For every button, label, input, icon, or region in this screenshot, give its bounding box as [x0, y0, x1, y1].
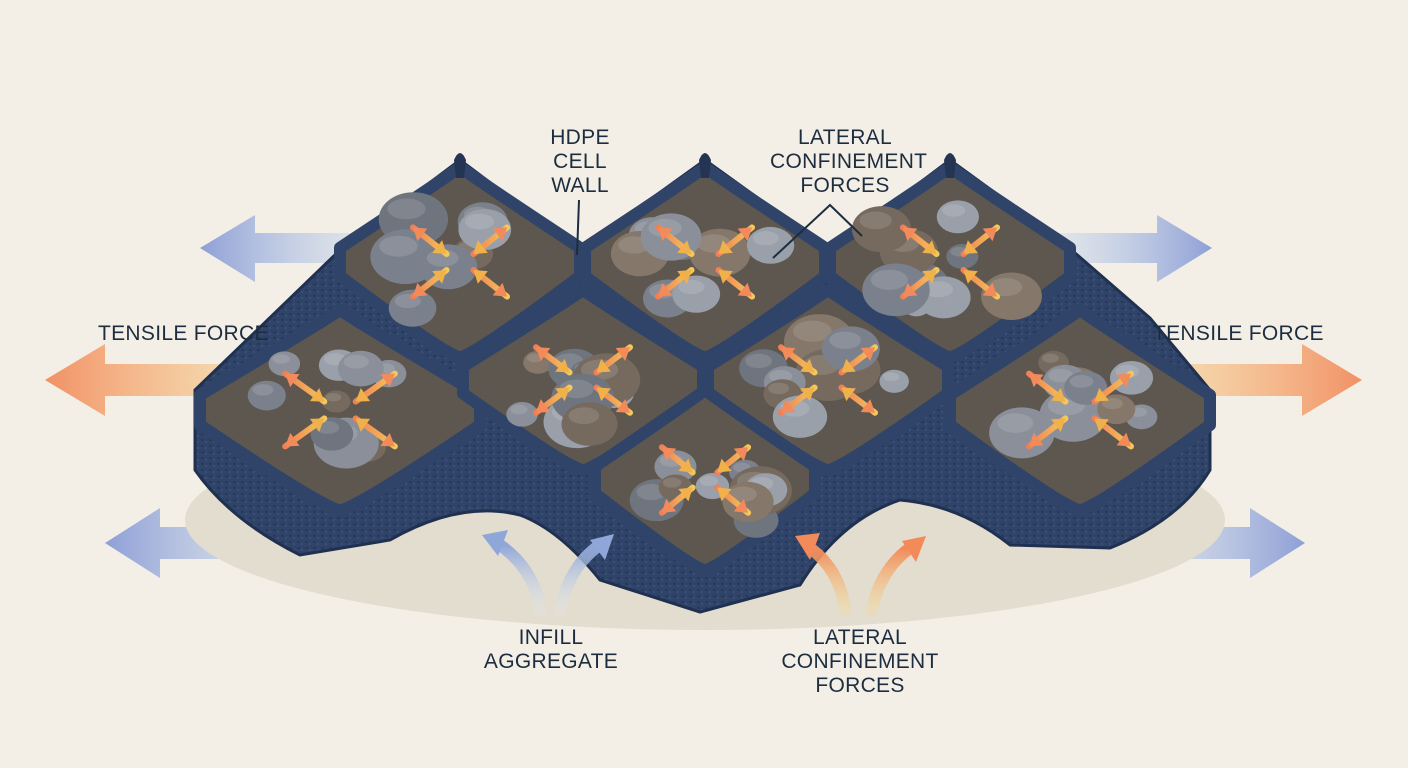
tensile-force-left-label: TENSILE FORCE: [98, 322, 269, 345]
confinement-arrow: [1091, 370, 1134, 405]
confinement-arrow: [838, 384, 879, 416]
confinement-arrow: [470, 266, 511, 300]
aggregate-stone: [1097, 394, 1136, 425]
confinement-arrow: [593, 384, 634, 416]
aggregate-stone: [851, 206, 912, 253]
lateral-top-line-3: FORCES: [800, 174, 890, 197]
hdpe-label-line-3: WALL: [551, 174, 609, 197]
lateral-bottom-line-3: FORCES: [815, 674, 905, 697]
confinement-arrow: [899, 266, 940, 300]
confinement-arrow: [960, 266, 1001, 300]
aggregate-stone: [821, 326, 880, 372]
confinement-arrow: [1091, 415, 1134, 450]
confinement-arrow: [654, 266, 695, 300]
aggregate-stone: [247, 380, 286, 411]
hdpe-label-line-2: CELL: [553, 150, 607, 173]
aggregate-stone: [672, 275, 721, 313]
hdpe-label-line-1: HDPE: [550, 126, 610, 149]
confinement-arrow: [1026, 370, 1069, 405]
aggregate-stone: [862, 263, 930, 317]
confinement-arrow: [352, 415, 398, 450]
lateral-leader-line: [772, 203, 863, 259]
tensile-force-right-label: TENSILE FORCE: [1153, 322, 1324, 345]
confinement-arrow: [1026, 415, 1069, 450]
aggregate-stone: [337, 350, 384, 387]
tension-arrow-top-right: [1040, 215, 1212, 282]
aggregate-stone: [458, 208, 512, 251]
cell-wall-seam: [944, 153, 956, 178]
confinement-arrow: [899, 224, 940, 258]
aggregate-stone: [916, 276, 971, 319]
infill-line-1: INFILL: [518, 626, 584, 649]
lateral-top-line-1: LATERAL: [798, 126, 892, 149]
confinement-arrow: [470, 224, 511, 258]
cell-wall-seam: [454, 153, 466, 178]
confinement-arrow: [777, 384, 818, 416]
confinement-arrows: [282, 224, 1134, 516]
aggregate-stone: [879, 369, 909, 393]
confinement-arrow: [532, 344, 573, 376]
confinement-arrow: [654, 224, 695, 258]
confinement-arrow: [777, 344, 818, 376]
aggregate-stone: [936, 200, 979, 234]
infill-aggregate-label: INFILL AGGREGATE: [476, 626, 626, 674]
aggregate-stone: [746, 226, 795, 264]
confinement-arrow: [532, 384, 573, 416]
confinement-arrow: [715, 266, 756, 300]
tension-arrow-mid-left: [45, 344, 260, 416]
aggregate-stone: [506, 401, 538, 427]
aggregate-stone: [981, 272, 1042, 320]
lateral-top-line-2: CONFINEMENT: [770, 150, 928, 173]
lateral-confinement-top-label: LATERAL CONFINEMENT FORCES: [770, 126, 928, 198]
aggregate-stone: [561, 402, 618, 446]
aggregate-stone: [722, 481, 774, 522]
infill-arrows-up: [482, 530, 614, 616]
cell-wall-seam: [699, 153, 711, 178]
confinement-arrow: [658, 484, 696, 516]
confinement-arrow: [714, 444, 752, 476]
lateral-arrows-up: [795, 533, 926, 616]
tension-arrow-mid-right: [1150, 344, 1362, 416]
confinement-arrow: [409, 266, 450, 300]
aggregate-stone: [322, 390, 351, 413]
hdpe-cell-wall-label: HDPE CELL WALL: [540, 126, 620, 198]
confinement-arrow: [838, 344, 879, 376]
confinement-arrow: [715, 224, 756, 258]
aggregate-stone: [1109, 361, 1154, 395]
confinement-arrow: [352, 370, 398, 405]
confinement-arrow: [409, 224, 450, 258]
hdpe-leader-line: [576, 199, 580, 256]
infill-line-2: AGGREGATE: [483, 650, 619, 673]
confinement-arrow: [960, 224, 1001, 258]
tension-arrow-top-left: [200, 215, 380, 282]
lateral-confinement-bottom-label: LATERAL CONFINEMENT FORCES: [780, 626, 940, 698]
aggregate-stone: [268, 351, 301, 377]
confinement-arrow: [282, 415, 328, 450]
aggregate-stone: [388, 289, 437, 327]
confinement-arrow: [658, 444, 696, 476]
confinement-arrow: [714, 484, 752, 516]
lateral-bottom-line-1: LATERAL: [813, 626, 907, 649]
confinement-arrow: [593, 344, 634, 376]
infill-aggregate-stones: [247, 192, 1158, 538]
confinement-arrow: [282, 370, 328, 405]
lateral-bottom-line-2: CONFINEMENT: [781, 650, 939, 673]
aggregate-stone: [654, 450, 697, 484]
